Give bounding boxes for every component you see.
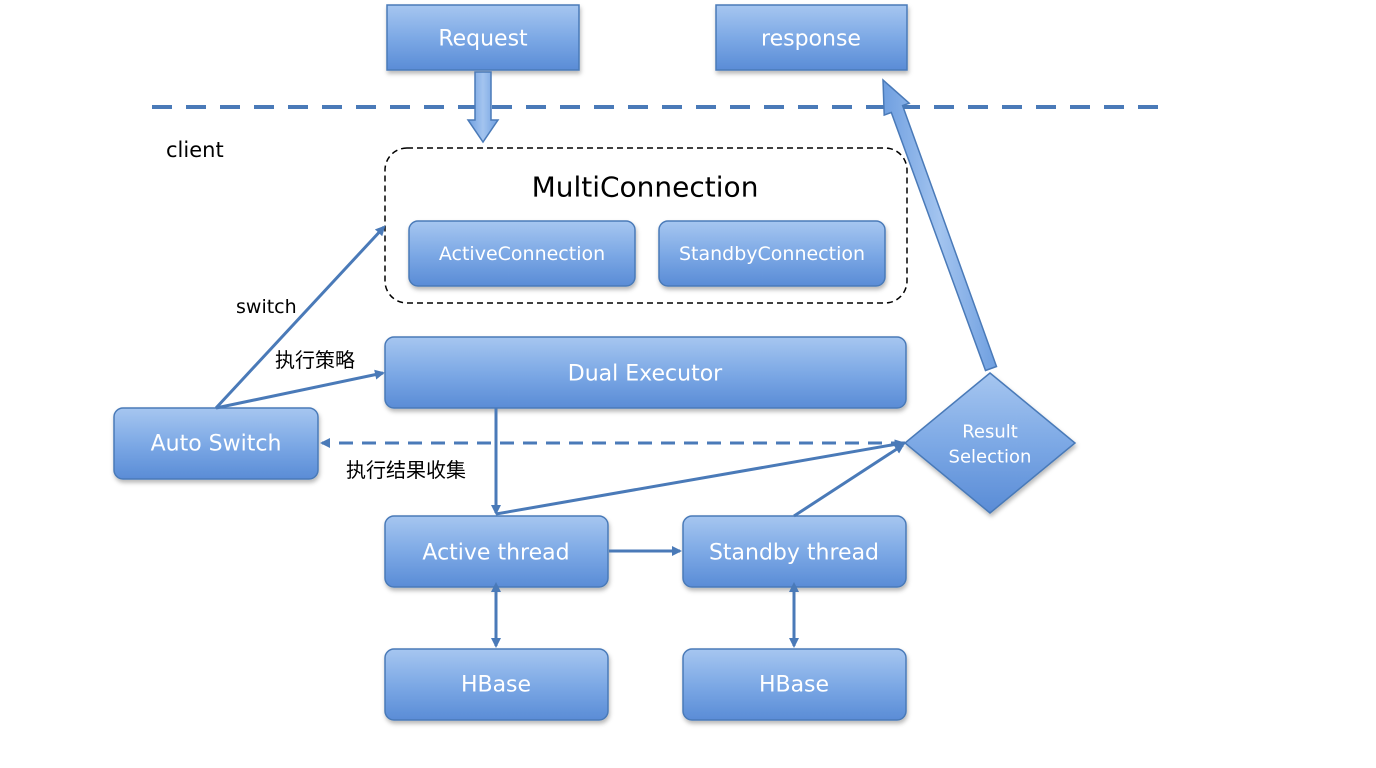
standby-thread-box: Standby thread <box>682 515 907 588</box>
dual-executor-box: Dual Executor <box>384 336 907 409</box>
request-to-multiconnection-arrow <box>466 71 500 144</box>
auto-switch-label: Auto Switch <box>151 432 282 457</box>
result-selection-label-line1: Result <box>962 422 1018 443</box>
multiconnection-title: MultiConnection <box>532 171 759 204</box>
result-collection-label: 执行结果收集 <box>346 458 466 482</box>
standby-thread-label: Standby thread <box>709 541 879 566</box>
result-to-response-arrow <box>882 78 998 372</box>
active-thread-to-result-arrow <box>495 439 905 516</box>
result-selection-label-line2: Selection <box>949 447 1032 468</box>
execution-strategy-label: 执行策略 <box>275 348 355 372</box>
active-connection-label: ActiveConnection <box>439 243 605 265</box>
switch-label: switch <box>236 296 297 318</box>
hbase-left-box: HBase <box>384 648 609 721</box>
hbase-right-box: HBase <box>682 648 907 721</box>
standby-connection-box: StandbyConnection <box>658 220 886 287</box>
response-box: response <box>715 4 908 71</box>
client-label: client <box>166 138 224 162</box>
standby-thread-to-result-arrow <box>793 443 905 518</box>
active-thread-box: Active thread <box>384 515 609 588</box>
result-selection-diamond: Result Selection <box>903 372 1077 514</box>
execution-strategy-arrow <box>215 369 385 410</box>
active-connection-box: ActiveConnection <box>408 220 636 287</box>
auto-switch-box: Auto Switch <box>113 407 319 480</box>
hbase-right-label: HBase <box>759 673 829 698</box>
response-label: response <box>761 27 861 52</box>
standby-connection-label: StandbyConnection <box>679 243 865 265</box>
hbase-left-label: HBase <box>461 673 531 698</box>
switch-arrow <box>214 225 386 410</box>
active-thread-label: Active thread <box>422 541 569 566</box>
request-box: Request <box>386 4 580 71</box>
dual-executor-label: Dual Executor <box>568 362 723 387</box>
request-label: Request <box>438 27 528 52</box>
